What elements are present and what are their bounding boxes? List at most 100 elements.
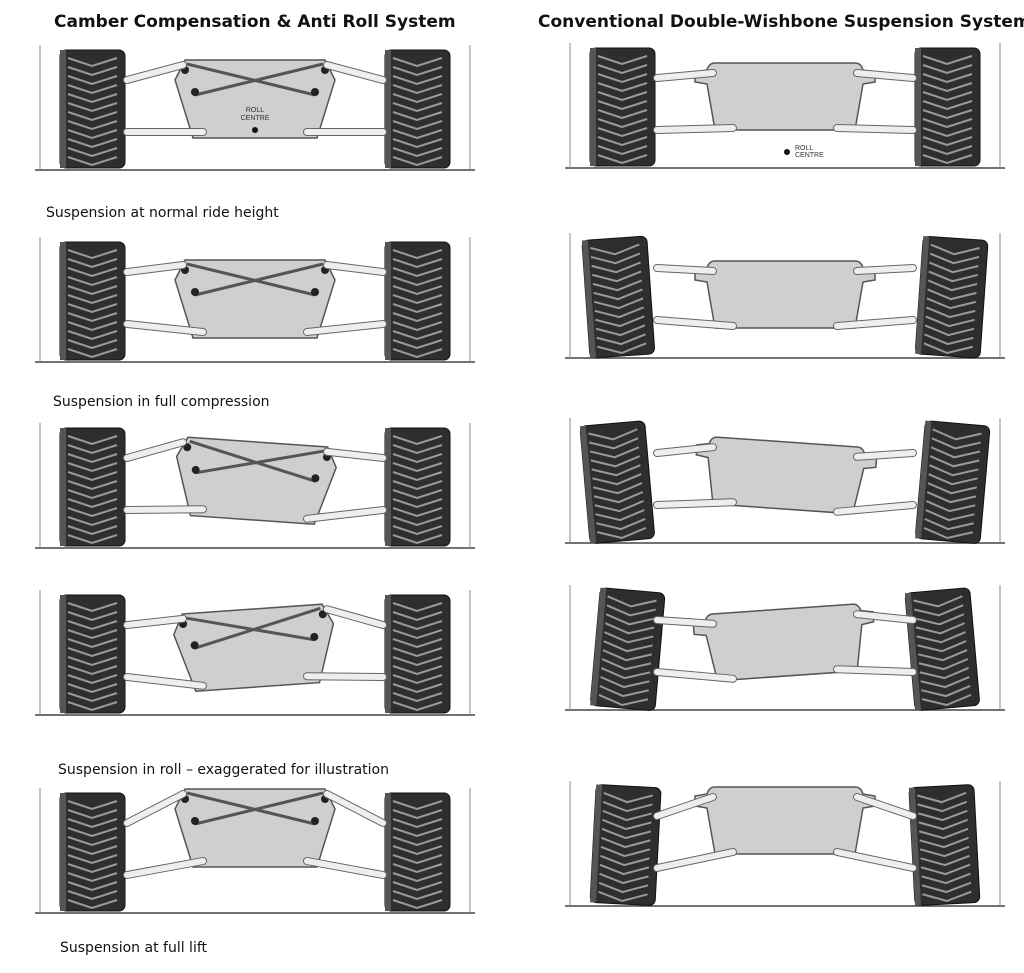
pivot	[311, 474, 320, 483]
tread-chevron	[603, 640, 653, 653]
tread-chevron	[67, 120, 118, 131]
tread-chevron	[920, 854, 970, 867]
tread-chevron	[67, 611, 118, 622]
upper-arm-right	[854, 70, 916, 81]
tread-chevron	[597, 100, 648, 111]
upper-arm-right	[324, 791, 386, 826]
tread-chevron	[929, 464, 979, 477]
tread-chevron	[67, 435, 118, 446]
tread-chevron	[918, 658, 969, 671]
tread-chevron	[922, 154, 973, 165]
tread-chevron	[67, 647, 118, 658]
tread-chevron	[67, 102, 118, 113]
tread-chevron	[392, 258, 443, 269]
tread-chevron	[601, 658, 652, 671]
tread-chevron	[929, 261, 979, 274]
upper-arm-right	[854, 794, 916, 819]
tread-chevron	[392, 602, 443, 613]
tread-chevron	[67, 66, 118, 77]
tread-chevron	[67, 683, 118, 694]
tread-chevron	[67, 258, 118, 269]
tread-chevron	[67, 845, 118, 856]
tread-chevron	[67, 321, 118, 332]
tread-chevron	[929, 252, 980, 265]
tread-chevron	[914, 604, 964, 617]
title-camber-compensation: Camber Compensation & Anti Roll System	[54, 12, 456, 32]
tread-chevron	[392, 683, 443, 694]
tread-chevron	[597, 82, 648, 93]
wheel-left	[59, 792, 126, 912]
tread-chevron	[392, 507, 443, 518]
chassis-group	[694, 62, 876, 131]
tread-chevron	[392, 294, 443, 305]
tread-chevron	[602, 800, 653, 813]
anti-roll-link	[194, 62, 324, 97]
tread-chevron	[392, 809, 443, 820]
tread-chevron	[392, 102, 443, 113]
tread-chevron	[598, 881, 649, 894]
tread-chevron	[926, 297, 977, 310]
chassis	[174, 59, 336, 139]
tread-chevron	[598, 694, 649, 707]
tread-chevron	[67, 692, 118, 703]
sidewall	[590, 587, 607, 706]
tread-chevron	[67, 330, 118, 341]
tread-chevron	[921, 872, 971, 885]
tread-chevron	[919, 667, 969, 680]
tread-chevron	[931, 437, 981, 450]
tread-chevron	[922, 64, 973, 75]
lower-arm-right	[834, 666, 916, 675]
lower-arm-left	[654, 669, 736, 682]
tread-chevron	[392, 348, 443, 359]
wheel-left	[579, 420, 655, 544]
tread-chevron	[67, 516, 118, 527]
sidewall	[385, 793, 391, 911]
tread-chevron	[392, 312, 443, 323]
tread-chevron	[930, 446, 981, 459]
wheel-right	[914, 47, 981, 167]
tread-chevron	[392, 525, 443, 536]
tread-chevron	[589, 446, 640, 459]
tread-chevron	[604, 622, 655, 635]
tread-chevron	[67, 620, 118, 631]
wheel-left	[59, 49, 126, 169]
tread-chevron	[392, 435, 443, 446]
wheel-left	[581, 235, 656, 359]
tread-chevron	[927, 279, 978, 292]
tread-chevron	[925, 509, 975, 522]
pivot	[190, 641, 199, 650]
tread-chevron	[599, 685, 649, 698]
anti-roll-link	[186, 62, 316, 97]
wheel-right	[915, 420, 991, 544]
pivot	[311, 817, 319, 825]
lower-arm-left	[654, 849, 736, 871]
tread-chevron	[67, 854, 118, 865]
sidewall	[60, 242, 66, 360]
roll-centre-dot	[252, 127, 258, 133]
tread-chevron	[597, 145, 648, 156]
chassis	[694, 260, 876, 329]
tread-chevron	[921, 684, 971, 698]
tread-chevron	[922, 100, 973, 111]
tread-chevron	[603, 791, 653, 804]
lower-arm-right	[834, 849, 916, 871]
tread-chevron	[597, 342, 647, 355]
tread-chevron	[597, 64, 648, 75]
tread-chevron	[392, 138, 443, 149]
tread-chevron	[597, 109, 648, 120]
tread-chevron	[600, 845, 651, 858]
tread-chevron	[67, 471, 118, 482]
tread-chevron	[929, 455, 980, 468]
tread-chevron	[67, 93, 118, 104]
tread-chevron	[67, 129, 118, 140]
tread-chevron	[914, 613, 965, 626]
tread-chevron	[67, 890, 118, 901]
sidewall	[60, 428, 66, 546]
sidewall	[385, 428, 391, 546]
tread-chevron	[599, 872, 649, 885]
lower-arm-right	[304, 673, 386, 680]
sidewall	[579, 425, 597, 544]
tread-chevron	[921, 881, 972, 894]
